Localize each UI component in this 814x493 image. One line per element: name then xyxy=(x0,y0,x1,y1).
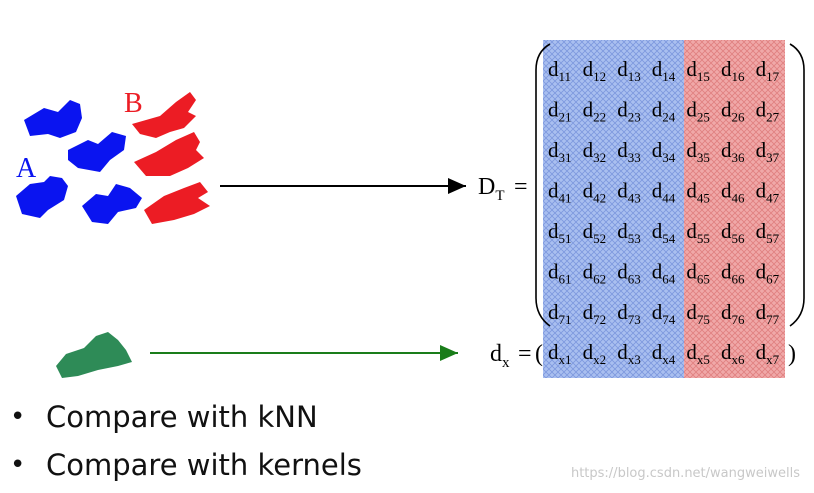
class-b-blob xyxy=(132,92,196,138)
matrix-cell: d31 xyxy=(548,138,572,165)
matrix-cell: d46 xyxy=(721,179,745,206)
query-distance-vector: dx1 dx2 dx3 dx4 dx5 dx6 dx7 xyxy=(548,340,780,367)
matrix-cell: d44 xyxy=(652,179,676,206)
matrix-cell: d32 xyxy=(583,138,607,165)
vector-cell: dx5 xyxy=(686,340,710,367)
matrix-cell: d71 xyxy=(548,300,572,327)
vector-right-paren: ) xyxy=(788,341,796,367)
vector-cell: dx4 xyxy=(652,340,676,367)
vector-cell: dx7 xyxy=(756,340,780,367)
matrix-cell: d33 xyxy=(617,138,641,165)
matrix-cell: d55 xyxy=(686,219,710,246)
matrix-right-paren xyxy=(789,43,805,327)
matrix-cell: d45 xyxy=(686,179,710,206)
matrix-cell: d14 xyxy=(652,57,676,84)
vector-cell: dx1 xyxy=(548,340,572,367)
matrix-cell: d47 xyxy=(756,179,780,206)
matrix-cell: d24 xyxy=(652,98,676,125)
vector-left-paren: ( xyxy=(535,341,543,367)
class-a-cluster xyxy=(16,100,142,224)
matrix-cell: d67 xyxy=(756,260,780,287)
dt-equals: = xyxy=(514,174,528,200)
matrix-left-paren xyxy=(535,43,551,327)
matrix-cell: d61 xyxy=(548,260,572,287)
matrix-blue-region xyxy=(543,40,684,378)
class-b-blob xyxy=(144,182,210,224)
matrix-cell: d52 xyxy=(583,219,607,246)
bullet-item: • Compare with kernels xyxy=(10,448,362,482)
matrix-cell: d54 xyxy=(652,219,676,246)
matrix-cell: d76 xyxy=(721,300,745,327)
matrix-cell: d27 xyxy=(756,98,780,125)
class-a-blob xyxy=(82,184,142,224)
matrix-cell: d34 xyxy=(652,138,676,165)
vector-cell: dx3 xyxy=(617,340,641,367)
matrix-cell: d64 xyxy=(652,260,676,287)
class-a-blob xyxy=(24,100,82,138)
watermark-url: https://blog.csdn.net/wangweiwells xyxy=(570,466,800,481)
vector-cell: dx2 xyxy=(583,340,607,367)
matrix-cell: d17 xyxy=(756,57,780,84)
matrix-cell: d35 xyxy=(686,138,710,165)
matrix-cell: d37 xyxy=(756,138,780,165)
dx-equals: = xyxy=(518,341,532,367)
query-blob xyxy=(56,332,132,378)
dt-label: DT xyxy=(478,174,505,204)
matrix-cell: d73 xyxy=(617,300,641,327)
matrix-cell: d22 xyxy=(583,98,607,125)
vector-cell: dx6 xyxy=(721,340,745,367)
matrix-cell: d62 xyxy=(583,260,607,287)
matrix-cell: d16 xyxy=(721,57,745,84)
matrix-cell: d43 xyxy=(617,179,641,206)
matrix-cell: d56 xyxy=(721,219,745,246)
matrix-cell: d77 xyxy=(756,300,780,327)
class-a-blob xyxy=(16,176,68,218)
matrix-cell: d15 xyxy=(686,57,710,84)
class-b-label: B xyxy=(124,88,143,119)
matrix-cell: d41 xyxy=(548,179,572,206)
matrix-cell: d13 xyxy=(617,57,641,84)
matrix-cell: d11 xyxy=(548,57,571,84)
matrix-cell: d63 xyxy=(617,260,641,287)
class-b-cluster xyxy=(132,92,210,224)
distance-matrix: d11 d12 d13 d14 d15 d16 d17 d21 d22 d23 d24 d25 d26 d… xyxy=(548,57,780,327)
class-a-blob xyxy=(68,132,126,172)
bullet-text: Compare with kNN xyxy=(46,400,318,434)
matrix-cell: d26 xyxy=(721,98,745,125)
matrix-cell: d53 xyxy=(617,219,641,246)
matrix-cell: d66 xyxy=(721,260,745,287)
class-a-label: A xyxy=(16,153,37,184)
bullet-text: Compare with kernels xyxy=(46,448,362,482)
matrix-cell: d72 xyxy=(583,300,607,327)
matrix-cell: d25 xyxy=(686,98,710,125)
matrix-cell: d51 xyxy=(548,219,572,246)
matrix-cell: d21 xyxy=(548,98,572,125)
dx-label: dx xyxy=(490,341,510,371)
class-b-blob xyxy=(134,132,204,176)
matrix-cell: d23 xyxy=(617,98,641,125)
matrix-cell: d42 xyxy=(583,179,607,206)
matrix-cell: d75 xyxy=(686,300,710,327)
bullet-item: • Compare with kNN xyxy=(10,400,318,434)
matrix-cell: d57 xyxy=(756,219,780,246)
matrix-cell: d74 xyxy=(652,300,676,327)
matrix-cell: d12 xyxy=(583,57,607,84)
matrix-red-region xyxy=(684,40,785,378)
matrix-cell: d65 xyxy=(686,260,710,287)
matrix-cell: d36 xyxy=(721,138,745,165)
